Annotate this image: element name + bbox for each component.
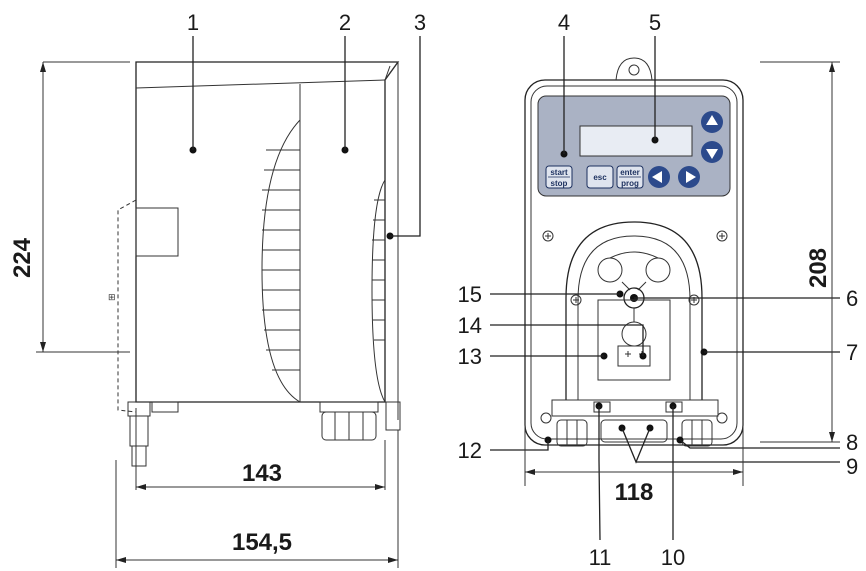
callout-9: 9: [846, 454, 858, 479]
callout-8: 8: [846, 430, 858, 455]
esc-label: esc: [593, 173, 607, 182]
side-view: ⊞: [36, 36, 421, 568]
svg-text:⊞: ⊞: [108, 292, 116, 302]
right-fins: [372, 199, 385, 341]
callout-15: 15: [458, 282, 482, 307]
dim-143: 143: [242, 460, 282, 487]
callout-5: 5: [649, 10, 661, 35]
callout-13: 13: [458, 344, 482, 369]
start-label: start: [550, 168, 568, 177]
down-arrow-icon: [706, 149, 718, 159]
callout-labels: 1 2 3 4 5 6 7 8 9 10 11 12 13 14 15: [187, 10, 858, 570]
callout-4: 4: [558, 10, 570, 35]
dim-154-5: 154,5: [232, 529, 292, 556]
enter-label: enter: [620, 168, 640, 177]
callout-7: 7: [846, 340, 858, 365]
prog-label: prog: [621, 179, 639, 188]
callout-14: 14: [458, 313, 482, 338]
callout-11: 11: [589, 545, 612, 570]
stop-label: stop: [551, 179, 568, 188]
dim-224: 224: [9, 237, 36, 278]
side-housing: [135, 61, 400, 403]
callout-10: 10: [661, 545, 685, 570]
left-arrow-icon: [652, 171, 662, 183]
front-housing: [524, 79, 744, 446]
dim-208: 208: [805, 248, 832, 288]
front-view: start stop esc enter prog: [490, 36, 840, 541]
callout-2: 2: [339, 10, 351, 35]
up-arrow-icon: [706, 115, 718, 125]
dim-118: 118: [615, 479, 654, 506]
lcd-display: [579, 125, 693, 157]
pump-head: [565, 221, 703, 400]
right-arrow-icon: [686, 171, 696, 183]
callout-12: 12: [458, 438, 482, 463]
callout-3: 3: [414, 10, 426, 35]
heatsink-fins: [262, 149, 300, 371]
callout-1: 1: [187, 10, 199, 35]
dimension-labels: 224 143 154,5 208 118: [9, 237, 832, 556]
callout-6: 6: [846, 286, 858, 311]
esc-button[interactable]: [586, 165, 614, 189]
